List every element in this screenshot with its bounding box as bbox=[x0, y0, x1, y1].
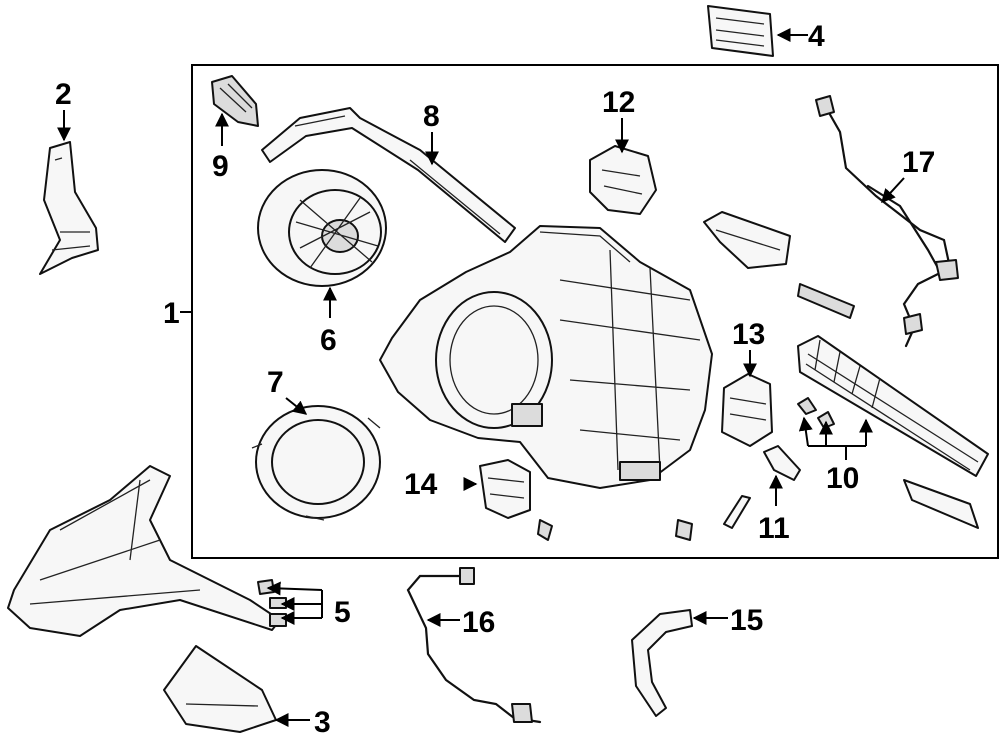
leader-lines bbox=[57, 28, 905, 727]
callout-8: 8 bbox=[423, 100, 440, 133]
part-7-drawing bbox=[251, 405, 381, 521]
part-12-drawing bbox=[589, 145, 657, 215]
part-16-drawing bbox=[406, 567, 542, 724]
part-6-drawing bbox=[257, 169, 387, 287]
part-8-drawing bbox=[261, 107, 516, 243]
callout-1: 1 bbox=[163, 297, 180, 330]
callout-14: 14 bbox=[404, 468, 438, 501]
callout-11: 11 bbox=[758, 512, 790, 545]
part-15-drawing bbox=[631, 609, 693, 717]
callout-2: 2 bbox=[55, 78, 72, 111]
part-2-drawing bbox=[39, 141, 99, 275]
callout-6: 6 bbox=[320, 324, 337, 357]
callout-9: 9 bbox=[212, 150, 229, 183]
part-13-drawing bbox=[721, 373, 773, 447]
callout-15: 15 bbox=[730, 604, 763, 637]
part-11-drawing bbox=[763, 445, 801, 481]
part-14-drawing bbox=[479, 459, 531, 519]
part-4-drawing bbox=[707, 5, 774, 57]
callout-5: 5 bbox=[334, 596, 351, 629]
callout-16: 16 bbox=[462, 606, 495, 639]
screws-drawing bbox=[537, 495, 751, 541]
callout-10: 10 bbox=[826, 462, 859, 495]
part-1-housing-drawing bbox=[379, 225, 713, 489]
callout-17: 17 bbox=[902, 146, 935, 179]
bracket-upper-right-drawing bbox=[703, 211, 855, 319]
callout-4: 4 bbox=[808, 20, 825, 53]
part-9-drawing bbox=[211, 75, 259, 127]
callout-7: 7 bbox=[267, 366, 284, 399]
callout-12: 12 bbox=[602, 86, 635, 119]
callout-3: 3 bbox=[314, 706, 331, 739]
part-10-drawing bbox=[797, 335, 989, 529]
lower-duct-drawing bbox=[7, 465, 281, 637]
part-3-drawing bbox=[163, 645, 277, 733]
callout-13: 13 bbox=[732, 318, 765, 351]
